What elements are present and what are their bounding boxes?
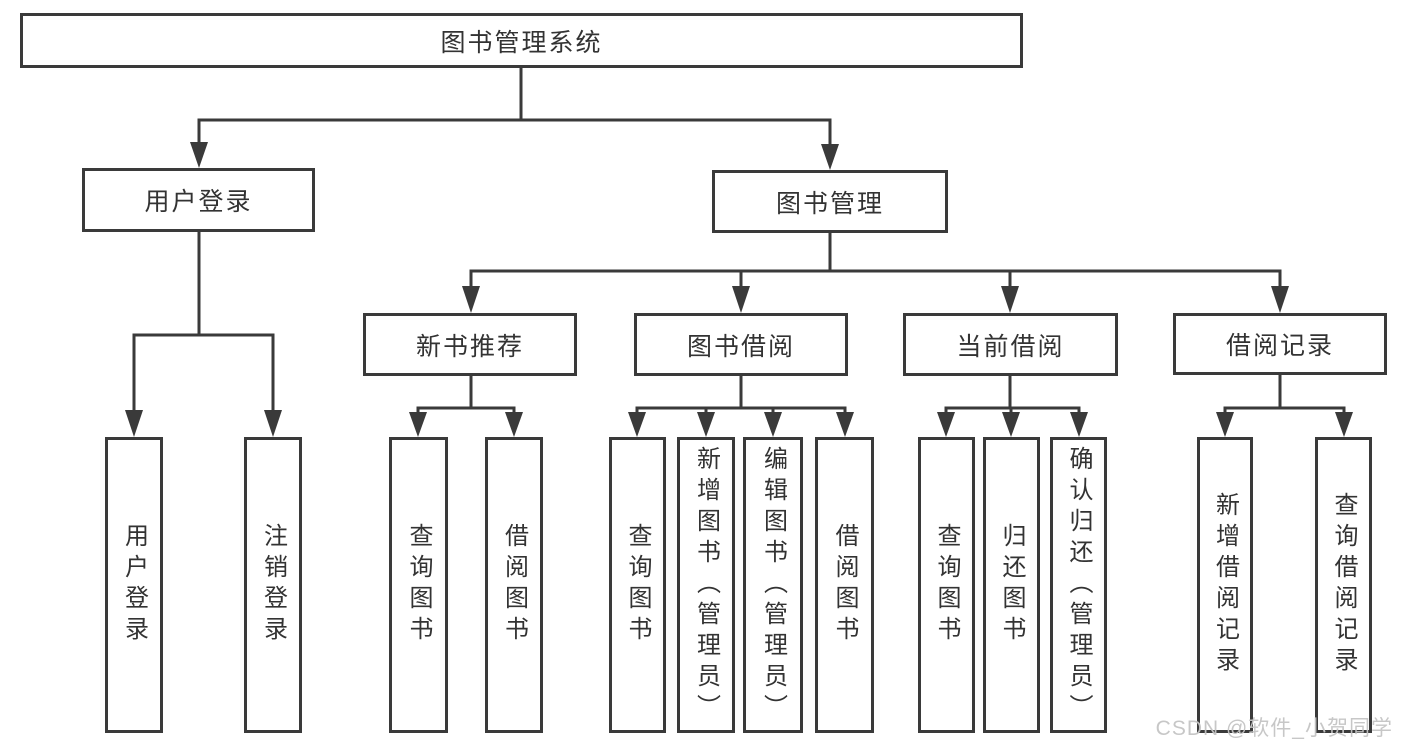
leaf-user-login: 用户登录 — [105, 437, 163, 733]
node-label: 图书借阅 — [686, 332, 795, 361]
leaf-confirm-return-admin: 确认归还（管理员） — [1050, 437, 1107, 733]
leaf-label: 新增借阅记录 — [1211, 492, 1239, 678]
leaf-edit-book-admin: 编辑图书（管理员） — [743, 437, 803, 733]
leaf-add-borrow-record: 新增借阅记录 — [1197, 437, 1253, 733]
node-book-borrowing: 图书借阅 — [634, 313, 848, 376]
leaf-label: 借阅图书 — [500, 523, 528, 647]
leaf-label: 新增图书（管理员） — [692, 445, 720, 725]
leaf-label: 查询图书 — [624, 523, 651, 647]
node-label: 借阅记录 — [1225, 332, 1334, 360]
node-current-borrowing: 当前借阅 — [903, 313, 1118, 376]
leaf-logout: 注销登录 — [244, 437, 302, 733]
leaf-label: 查询图书 — [405, 523, 432, 647]
node-label: 当前借阅 — [956, 332, 1065, 361]
csdn-watermark: CSDN @软件_小贺同学 — [1155, 717, 1393, 740]
leaf-label: 编辑图书（管理员） — [759, 445, 787, 725]
leaf-query-books-borrow: 查询图书 — [609, 437, 666, 733]
node-user-login: 用户登录 — [82, 168, 315, 232]
node-label: 图书管理 — [775, 189, 884, 218]
leaf-label: 注销登录 — [259, 523, 287, 647]
node-label: 用户登录 — [144, 188, 253, 216]
leaf-query-books-recommend: 查询图书 — [389, 437, 448, 733]
leaf-add-book-admin: 新增图书（管理员） — [677, 437, 735, 733]
node-library-management-system: 图书管理系统 — [20, 13, 1023, 68]
node-label: 图书管理系统 — [440, 28, 603, 57]
leaf-label: 归还图书 — [998, 523, 1025, 647]
node-book-management: 图书管理 — [712, 170, 948, 233]
leaf-label: 查询借阅记录 — [1330, 492, 1357, 678]
leaf-query-borrow-record: 查询借阅记录 — [1315, 437, 1372, 733]
leaf-return-book: 归还图书 — [983, 437, 1040, 733]
leaf-label: 借阅图书 — [831, 523, 858, 647]
leaf-label: 查询图书 — [933, 523, 960, 647]
leaf-label: 用户登录 — [120, 523, 148, 647]
leaf-label: 确认归还（管理员） — [1065, 445, 1092, 725]
leaf-borrow-books-recommend: 借阅图书 — [485, 437, 543, 733]
leaf-query-books-current: 查询图书 — [918, 437, 975, 733]
node-label: 新书推荐 — [415, 332, 524, 361]
node-new-book-recommendation: 新书推荐 — [363, 313, 577, 376]
node-borrowing-records: 借阅记录 — [1173, 313, 1387, 375]
leaf-borrow-books: 借阅图书 — [815, 437, 874, 733]
